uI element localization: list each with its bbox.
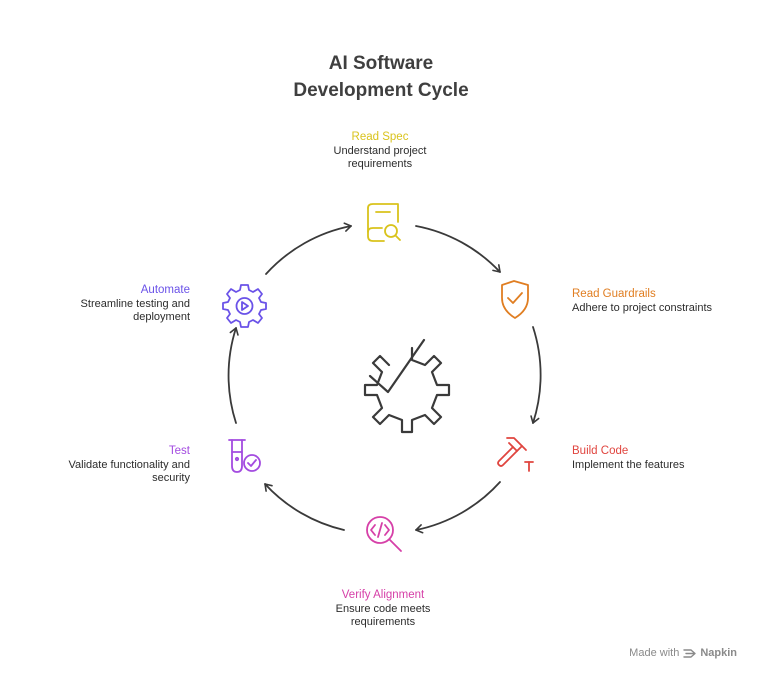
step-read-spec-desc-1: Understand project: [333, 145, 427, 157]
step-read-spec-title: Read Spec: [351, 131, 409, 143]
hammer-nail-icon: [497, 437, 534, 472]
step-read-spec: Read Spec Understand project requirement…: [300, 130, 460, 171]
step-verify-alignment-title: Verify Alignment: [341, 589, 425, 601]
made-with-napkin-watermark[interactable]: Made with Napkin: [629, 647, 737, 659]
step-verify-alignment-desc-2: requirements: [350, 616, 416, 628]
title-line-2: Development Cycle: [293, 80, 469, 101]
cycle-arrows: [227, 222, 542, 534]
step-read-guardrails-title: Read Guardrails: [572, 288, 656, 300]
step-build-code-desc-1: Implement the features: [572, 459, 685, 471]
arrow-guardrails-to-build: [530, 326, 542, 424]
test-tube-check-icon: [228, 439, 261, 473]
step-build-code-title: Build Code: [572, 445, 629, 457]
arrow-spec-to-guardrails: [415, 225, 501, 273]
step-verify-alignment: Verify Alignment Ensure code meets requi…: [300, 588, 466, 629]
arrow-build-to-verify: [415, 481, 501, 534]
gear-play-icon: [222, 284, 267, 328]
step-automate-title: Automate: [140, 284, 190, 296]
watermark-brand: Napkin: [700, 647, 737, 659]
step-automate: Automate Streamline testing and deployme…: [40, 283, 190, 324]
gear-check-icon: [363, 338, 451, 434]
step-read-spec-desc-2: requirements: [347, 158, 413, 170]
step-test-desc-2: security: [152, 472, 190, 484]
step-build-code: Build Code Implement the features: [572, 444, 752, 472]
step-read-guardrails-desc-1: Adhere to project constraints: [572, 302, 713, 314]
arrow-verify-to-test: [264, 483, 345, 531]
arrow-automate-to-spec: [265, 222, 352, 275]
step-verify-alignment-desc-1: Ensure code meets: [335, 603, 431, 615]
shield-check-icon: [501, 280, 529, 319]
step-automate-desc-2: deployment: [133, 311, 190, 323]
step-test-title: Test: [168, 445, 190, 457]
diagram-title: AI Software Development Cycle: [231, 50, 531, 104]
arrow-test-to-automate: [227, 327, 239, 424]
step-test: Test Validate functionality and security: [40, 444, 191, 485]
book-search-icon: [367, 203, 401, 242]
step-read-guardrails: Read Guardrails Adhere to project constr…: [572, 287, 752, 315]
napkin-logo-icon: [683, 648, 697, 658]
title-line-1: AI Software: [328, 53, 434, 74]
step-test-desc-1: Validate functionality and: [68, 459, 191, 471]
step-automate-desc-1: Streamline testing and: [80, 298, 190, 310]
code-search-icon: [366, 516, 402, 552]
watermark-prefix: Made with: [629, 647, 680, 659]
